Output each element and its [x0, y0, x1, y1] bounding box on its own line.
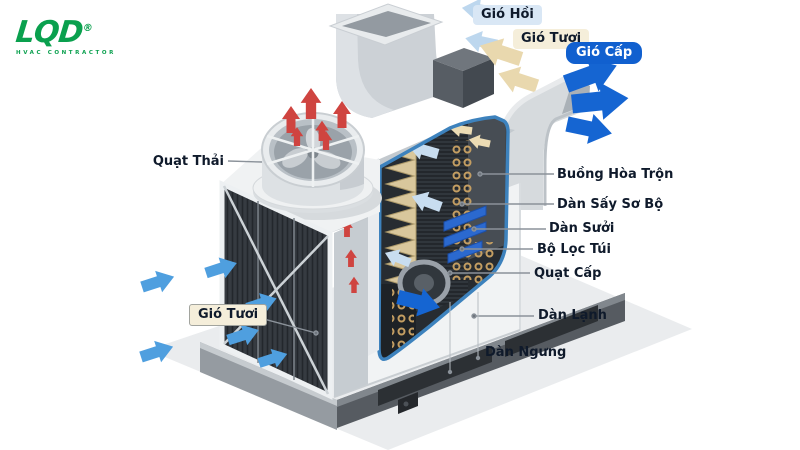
label-dan-say-so-bo: Dàn Sấy Sơ Bộ [557, 197, 664, 212]
fan-guard [266, 113, 360, 187]
damper-box [433, 48, 494, 108]
label-dan-suoi: Dàn Sưởi [549, 221, 615, 236]
brand-tagline: HVAC CONTRACTOR [16, 50, 116, 56]
mesh-panel [219, 180, 333, 400]
coil-loops-right [450, 140, 472, 280]
brand-logo-text: LQD® [14, 15, 93, 50]
registered-mark-icon: ® [82, 23, 93, 34]
label-quat-thai: Quạt Thải [152, 154, 224, 169]
tower-side-face [334, 218, 368, 397]
label-dan-ngung: Dàn Ngưng [485, 345, 567, 360]
label-buong-hoa-tron: Buồng Hòa Trộn [557, 167, 674, 182]
label-gio-tuoi-left: Gió Tươi [189, 304, 268, 326]
label-bo-loc-tui: Bộ Lọc Túi [537, 242, 611, 257]
return-air-duct [328, 3, 460, 118]
supply-air-duct [497, 72, 592, 210]
label-gio-cap: Gió Cấp [566, 42, 643, 64]
exhaust-fan [252, 112, 374, 213]
mixing-chamber [468, 117, 506, 260]
cutaway [377, 115, 510, 361]
label-dan-lanh: Dàn Lạnh [538, 308, 607, 323]
label-gio-hoi: Gió Hồi [473, 5, 542, 25]
label-quat-cap: Quạt Cấp [534, 266, 602, 281]
base [200, 293, 625, 430]
leader-lines [227, 160, 554, 375]
brand-logo: LQD® HVAC CONTRACTOR [14, 14, 116, 56]
